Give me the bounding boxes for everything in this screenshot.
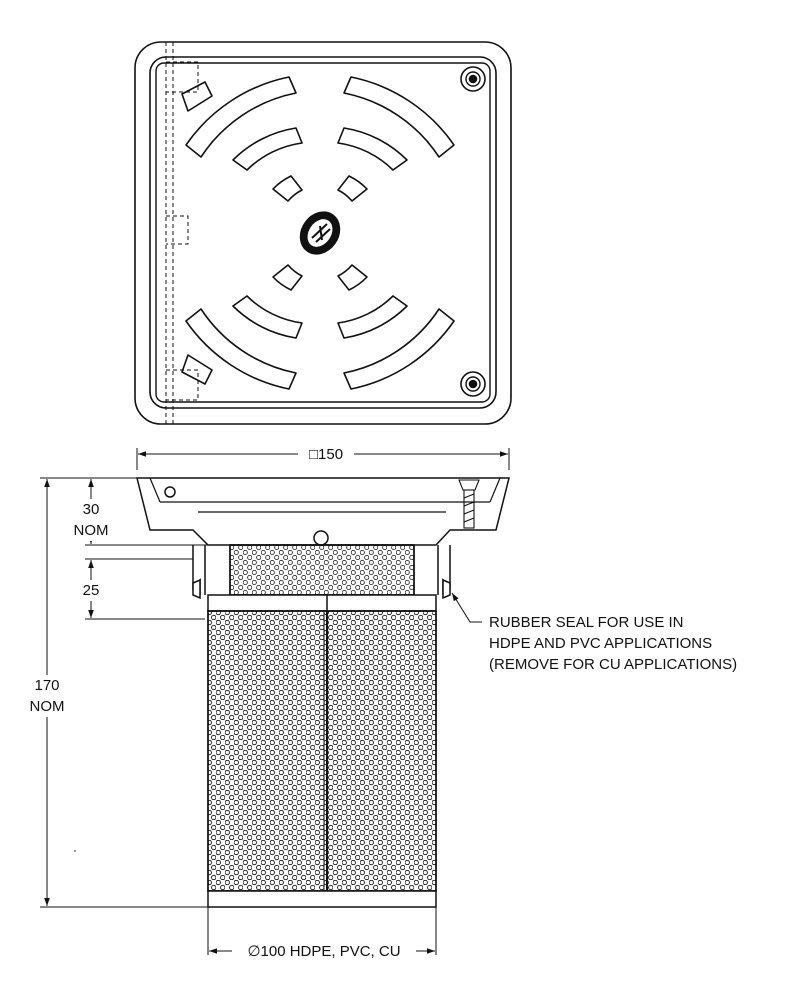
dim-grate-depth-label: 30 NOM: [70, 499, 112, 541]
dim-collar-label: 25: [78, 580, 104, 601]
hidden-hinge-lines: [165, 42, 199, 424]
rubber-seal-left: [192, 578, 201, 600]
drain-elevation-view: [136, 477, 510, 908]
grate-flange: [136, 477, 510, 546]
hinge-pin-icon: [164, 486, 176, 498]
callout-line-1: RUBBER SEAL FOR USE IN: [489, 614, 684, 631]
grate-slots: [181, 76, 455, 390]
center-logo-icon: [299, 211, 341, 255]
dim-collar-text: 25: [82, 582, 100, 599]
dim-grate-depth-value: 30: [82, 501, 100, 518]
dim-total-height-suffix: NOM: [29, 698, 65, 715]
section-screw-icon: [458, 479, 480, 529]
dim-width-text: □150: [308, 446, 344, 463]
rubber-seal-right: [442, 578, 451, 600]
dim-width-label: □150: [298, 444, 354, 465]
seal-callout-note: RUBBER SEAL FOR USE IN HDPE AND PVC APPL…: [489, 612, 737, 675]
grate-plate: [155, 62, 491, 403]
grate-plan-view: [134, 41, 512, 425]
dim-diameter-text: ∅100 HDPE, PVC, CU: [247, 943, 401, 960]
callout-line-2: HDPE AND PVC APPLICATIONS: [489, 635, 713, 652]
dim-diameter-label: ∅100 HDPE, PVC, CU: [232, 941, 416, 962]
callout-line-3: (REMOVE FOR CU APPLICATIONS): [489, 656, 738, 673]
screw-bottom-right-icon: [460, 371, 486, 397]
seal-callout-leader: [451, 592, 482, 623]
inner-strainer-top: [229, 544, 415, 596]
grate-inner-frame: [149, 56, 497, 409]
perforated-basket: [207, 610, 437, 892]
grate-outer-frame: [134, 41, 512, 425]
dim-total-height-label: 170 NOM: [26, 675, 68, 717]
dim-grate-depth-suffix: NOM: [73, 522, 109, 539]
screw-top-right-icon: [460, 66, 486, 92]
dim-total-height-value: 170: [34, 677, 60, 694]
